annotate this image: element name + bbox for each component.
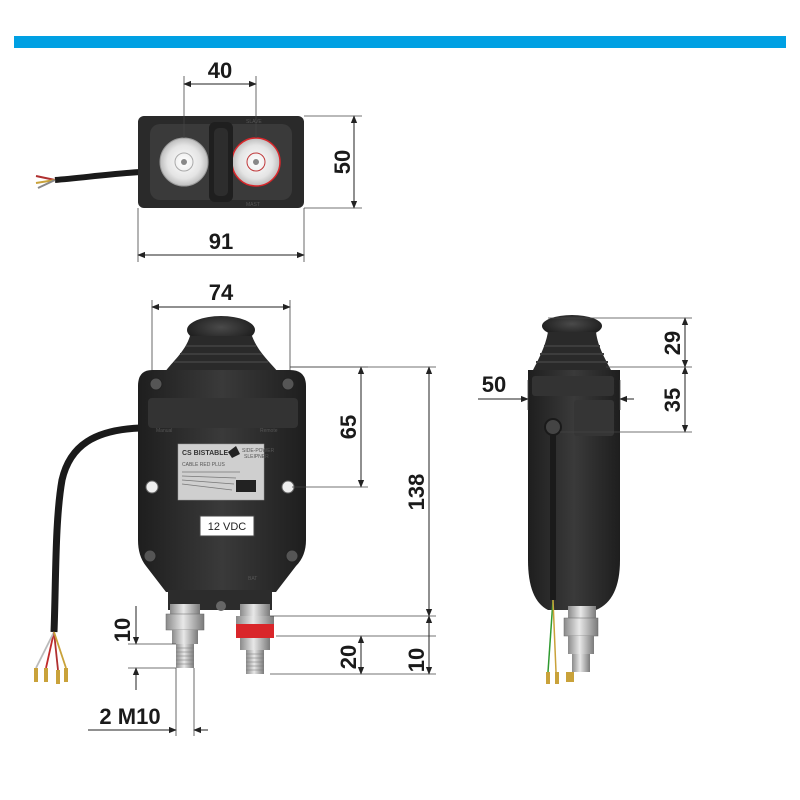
brand-logo [228, 446, 240, 458]
dim-top-91: 91 [209, 229, 233, 254]
voltage-label-box [199, 515, 255, 537]
dim-front-10-right: 10 [404, 648, 429, 672]
top-view-cable [54, 169, 141, 183]
side-view-dimensions: 29 35 50 [478, 317, 692, 433]
side-knob-cap [542, 315, 602, 337]
svg-text:MAST: MAST [246, 202, 260, 208]
dim-side-50: 50 [482, 372, 506, 397]
side-view [528, 315, 620, 684]
stud-right-red-ring [236, 624, 274, 638]
top-accent-bar [14, 36, 786, 48]
top-view: SLAVE MAST [35, 116, 304, 208]
dim-side-35: 35 [660, 388, 685, 412]
bat-marking: BAT [248, 576, 257, 582]
svg-text:SLAVE: SLAVE [246, 119, 262, 125]
brand-line-2: SLEIPNER [244, 454, 269, 460]
front-view-cable [50, 424, 141, 633]
dim-top-50: 50 [330, 150, 355, 174]
dim-side-29: 29 [660, 331, 685, 355]
stud-right [240, 604, 270, 616]
front-view: Manual Remote CS BISTABLE SIDE-POWER SLE… [34, 316, 306, 684]
cable-info: CABLE RED PLUS [182, 462, 225, 468]
top-view-dimensions: 40 50 91 [137, 58, 362, 262]
dim-front-10-left: 10 [110, 618, 135, 642]
dim-front-138: 138 [404, 474, 429, 511]
svg-text:Remote: Remote [260, 428, 278, 434]
brand-line-1: SIDE-POWER [242, 448, 275, 454]
dim-top-40: 40 [208, 58, 232, 83]
front-view-dimensions: 74 65 138 20 10 10 2 M10 [88, 280, 436, 736]
dim-front-20: 20 [336, 645, 361, 669]
dim-front-65: 65 [336, 415, 361, 439]
dim-thread: 2 M10 [99, 704, 160, 729]
voltage-label: 12 VDC [208, 521, 247, 533]
svg-text:Manual: Manual [156, 428, 172, 434]
stud-left [170, 604, 200, 614]
product-name: CS BISTABLE [182, 450, 228, 457]
dim-front-74: 74 [209, 280, 234, 305]
